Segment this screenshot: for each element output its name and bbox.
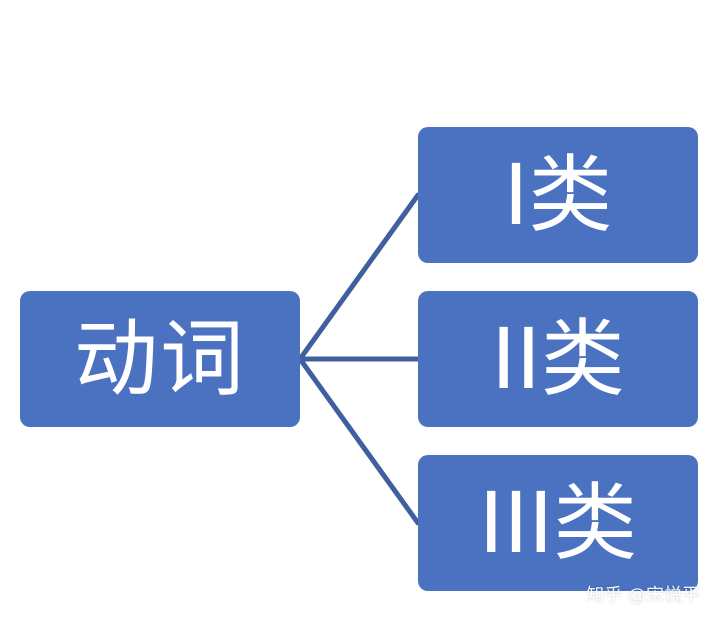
connector-to-class-1 (297, 192, 421, 362)
watermark: 知乎 @宋悦平 (586, 585, 700, 606)
child-node-label-3: III类 (478, 474, 638, 572)
connector-to-class-3 (297, 356, 421, 526)
child-node-label-2: II类 (491, 310, 625, 408)
root-node-label: 动词 (73, 310, 246, 408)
child-node-class-3: III类 (418, 455, 698, 591)
child-node-class-2: II类 (418, 291, 698, 427)
child-node-label-1: I类 (503, 146, 613, 244)
child-node-class-1: I类 (418, 127, 698, 263)
root-node-verb: 动词 (20, 291, 300, 427)
